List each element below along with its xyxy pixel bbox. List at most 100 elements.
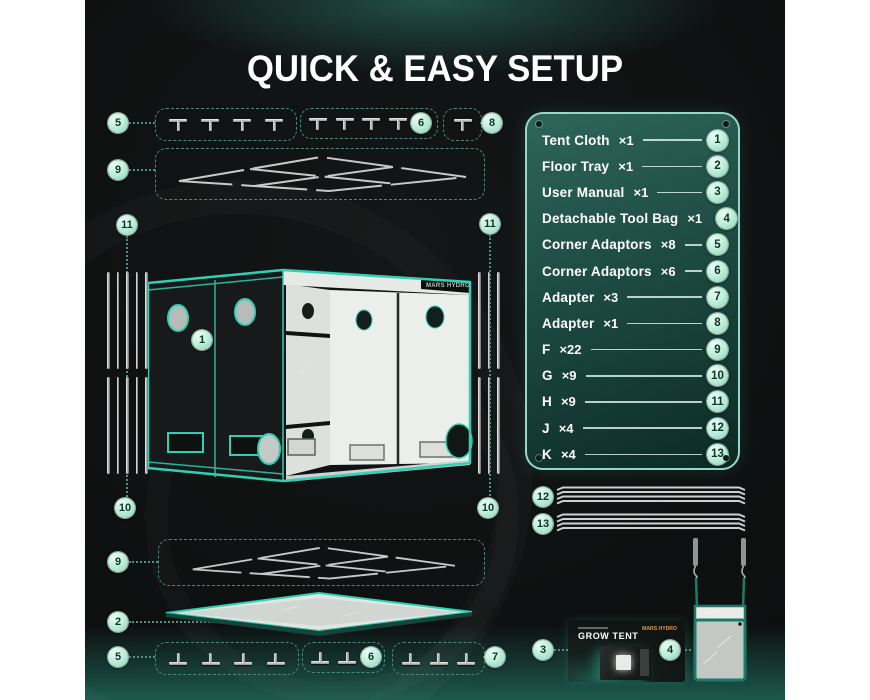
part-number-badge: 13 xyxy=(707,443,728,465)
leader-line xyxy=(584,453,702,456)
callout-badge-7: 7 xyxy=(485,647,505,667)
box-tent-side xyxy=(640,649,649,676)
pole xyxy=(478,272,481,369)
pole xyxy=(135,377,138,474)
adapter-icon xyxy=(453,117,473,133)
part-qty: ×1 xyxy=(618,132,634,148)
leader-line xyxy=(585,375,702,377)
pole-group-right-upper xyxy=(478,272,500,369)
pole xyxy=(145,377,148,474)
callout-badge-6-bottom: 6 xyxy=(361,647,381,667)
hook-pole-group-13 xyxy=(556,513,746,532)
screw-icon xyxy=(723,121,729,127)
part-qty: ×3 xyxy=(603,289,619,305)
corner-adaptor-icon xyxy=(232,117,252,133)
part-label: K xyxy=(542,446,552,462)
pole-group-left-lower xyxy=(107,377,148,474)
part-qty: ×22 xyxy=(559,342,582,358)
part-number-badge: 7 xyxy=(707,286,728,308)
leader-line xyxy=(657,191,702,194)
box-caption-line xyxy=(578,627,608,629)
connector-line xyxy=(681,649,691,651)
part-label: Adapter xyxy=(542,289,595,305)
connector-line xyxy=(489,235,491,500)
tent-brand-logo: MARS HYDRO xyxy=(426,283,470,289)
part-number-badge: 11 xyxy=(707,391,728,413)
box-tent-image xyxy=(600,646,652,680)
part-qty: ×1 xyxy=(618,158,634,174)
page-title: QUICK & EASY SETUP xyxy=(246,48,624,89)
part-label: F xyxy=(542,342,551,358)
parts-list-row: Adapter ×3 7 xyxy=(542,284,728,310)
box-tent-door xyxy=(616,655,631,670)
pole xyxy=(497,272,500,369)
parts-list-row: Floor Tray ×1 2 xyxy=(542,153,728,179)
hook-pole-group-12 xyxy=(556,486,746,505)
connector-line xyxy=(129,169,155,171)
connector-line xyxy=(129,561,158,563)
part-qty: ×1 xyxy=(603,315,619,331)
connector-line xyxy=(129,621,225,623)
part-number-badge: 2 xyxy=(707,155,728,177)
parts-list-row: Adapter ×1 8 xyxy=(542,310,728,336)
callout-badge-5-bottom: 5 xyxy=(108,647,128,667)
part-number-badge: 8 xyxy=(707,312,728,334)
tool-bag xyxy=(693,538,747,682)
adapter-icon xyxy=(429,651,449,667)
callout-badge-1: 1 xyxy=(192,330,212,350)
part-label: J xyxy=(542,420,550,436)
leader-line xyxy=(582,427,702,429)
part-qty: ×8 xyxy=(660,237,676,253)
leader-line xyxy=(642,165,702,168)
product-box: GROW TENT MARS HYDRO xyxy=(568,620,685,682)
pole-frame-wireframe xyxy=(178,155,467,193)
pole xyxy=(478,377,481,474)
part-number-badge: 10 xyxy=(707,365,728,387)
callout-badge-11-left: 11 xyxy=(117,215,137,235)
corner-adaptor-icon xyxy=(361,116,381,132)
part-qty: ×6 xyxy=(660,263,676,279)
part-qty: ×4 xyxy=(560,446,576,462)
pole xyxy=(107,377,110,474)
connector-line xyxy=(129,122,155,124)
pole xyxy=(145,272,148,369)
part-number-badge: 6 xyxy=(707,260,728,282)
part-label: Corner Adaptors xyxy=(542,237,652,253)
part-label: Floor Tray xyxy=(542,158,610,174)
leader-line xyxy=(627,296,702,298)
corner-adaptor-group-6-top xyxy=(300,108,438,139)
part-number-badge: 5 xyxy=(707,234,728,256)
callout-badge-9-bottom: 9 xyxy=(108,552,128,572)
part-label: Adapter xyxy=(542,315,595,331)
pole-group-right-lower xyxy=(478,377,500,474)
callout-badge-11-right: 11 xyxy=(480,214,500,234)
screw-icon xyxy=(723,455,729,461)
pole xyxy=(116,272,119,369)
part-number-badge: 12 xyxy=(707,417,728,439)
pole xyxy=(497,377,500,474)
callout-badge-5-top: 5 xyxy=(108,113,128,133)
callout-badge-10-left: 10 xyxy=(115,498,135,518)
part-number-badge: 9 xyxy=(707,339,728,361)
parts-list-row: F ×22 9 xyxy=(542,337,728,363)
leader-line xyxy=(684,270,702,272)
pole xyxy=(126,377,129,474)
part-label: Detachable Tool Bag xyxy=(542,211,679,227)
screw-icon xyxy=(536,455,542,461)
leader-line xyxy=(642,139,702,141)
connector-line xyxy=(554,649,568,651)
parts-list-row: Corner Adaptors ×8 5 xyxy=(542,232,728,258)
pole xyxy=(126,272,129,369)
part-qty: ×9 xyxy=(560,394,576,410)
corner-adaptor-group-6-bottom xyxy=(302,642,385,673)
part-number-badge: 1 xyxy=(707,129,728,151)
adapter-group-7 xyxy=(392,642,485,675)
corner-adaptor-icon xyxy=(388,116,408,132)
